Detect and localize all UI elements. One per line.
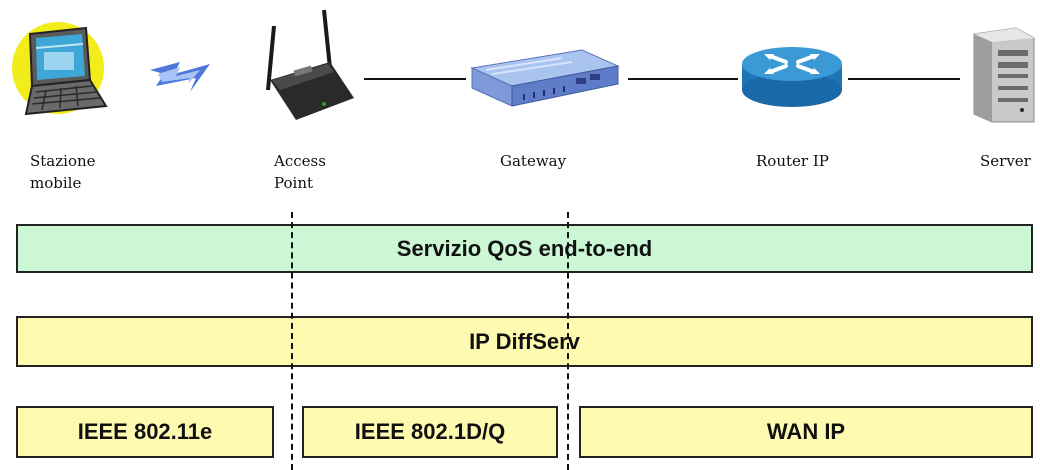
boundary-gateway [567, 212, 569, 470]
qos-band-label: Servizio QoS end-to-end [396, 235, 653, 261]
diffserv-band: IP DiffServ [16, 316, 1033, 367]
gateway-icon [470, 49, 620, 107]
device-label-gateway: Gateway [500, 152, 567, 170]
device-label-server: Server [980, 152, 1031, 170]
diffserv-band-label: IP DiffServ [469, 328, 580, 354]
ieee-80211e-band-label: IEEE 802.11e [77, 419, 213, 444]
laptop-icon [12, 22, 108, 116]
link-router-server [848, 78, 960, 80]
qos-band: Servizio QoS end-to-end [16, 224, 1033, 273]
device-label-mobile-station: Stazione mobile [30, 152, 96, 192]
server-icon [973, 27, 1035, 123]
ieee-8021dq-band-label: IEEE 802.1D/Q [354, 419, 506, 444]
wan-ip-band-label: WAN IP [766, 419, 846, 444]
link-ap-gateway [364, 78, 466, 80]
router-icon [742, 47, 842, 107]
ieee-80211e-band: IEEE 802.11e [16, 406, 274, 458]
link-gateway-router [628, 78, 738, 80]
access-point-icon [266, 9, 354, 120]
wireless-signal-icon [150, 62, 210, 92]
boundary-access-point [291, 212, 293, 470]
device-label-access-point: Access Point [274, 152, 326, 192]
wan-ip-band: WAN IP [579, 406, 1033, 458]
device-label-router: Router IP [756, 152, 829, 170]
ieee-8021dq-band: IEEE 802.1D/Q [302, 406, 558, 458]
